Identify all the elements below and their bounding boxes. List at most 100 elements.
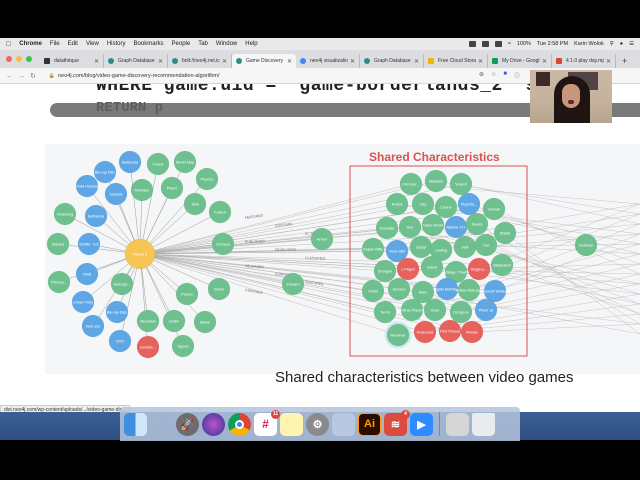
graph-node[interactable]: Blu-ray Disc <box>105 300 129 324</box>
status-app-icon[interactable] <box>468 41 476 47</box>
graph-node[interactable]: Mountain <box>136 309 160 333</box>
graph-node[interactable]: Firearm <box>281 272 305 296</box>
menu-tab[interactable]: Tab <box>192 41 208 47</box>
shared-node[interactable]: Sniper Rifle <box>361 237 385 261</box>
tab-close-icon[interactable]: ✕ <box>605 58 611 65</box>
graph-node[interactable]: Armor <box>310 227 334 251</box>
reload-icon[interactable]: ↻ <box>30 72 41 80</box>
tab-close-icon[interactable]: ✕ <box>286 58 292 65</box>
graph-node[interactable]: Forest <box>146 152 170 176</box>
graph-node[interactable]: Genetic... <box>136 335 160 359</box>
shared-node[interactable]: Single-p... <box>467 257 491 281</box>
shared-node[interactable]: Sorcery <box>387 277 411 301</box>
menu-file[interactable]: File <box>44 41 60 47</box>
menu-window[interactable]: Window <box>210 41 237 47</box>
tab-close-icon[interactable]: ✕ <box>157 58 163 65</box>
graph-node[interactable]: ESRB - 6.6 <box>77 232 101 256</box>
shared-node[interactable]: First Person <box>438 319 462 343</box>
info-icon[interactable]: ⓘ <box>513 74 520 80</box>
center-node-fallout-3[interactable]: Fallout 3 <box>124 238 156 270</box>
preview-icon[interactable] <box>332 412 355 436</box>
dropbox-icon[interactable] <box>481 41 489 47</box>
graph-node[interactable]: Urban Party <box>71 290 95 314</box>
siri-icon[interactable]: ● <box>619 41 624 47</box>
shared-node[interactable]: Dungeon <box>449 300 473 324</box>
graph-node[interactable]: Third-pe... <box>47 270 71 294</box>
cloud-icon[interactable] <box>494 41 502 47</box>
back-icon[interactable]: ← <box>6 72 18 80</box>
shared-node[interactable]: Mouse <box>460 320 484 344</box>
shared-node[interactable]: Microsoft Windows <box>479 279 511 303</box>
menu-history[interactable]: History <box>101 41 126 47</box>
shared-node[interactable]: Skeleton <box>424 169 448 193</box>
shared-node[interactable]: Other Planet <box>400 298 424 322</box>
graph-node[interactable]: Bethesda <box>84 204 108 228</box>
shared-node[interactable]: Keyboard <box>413 320 437 344</box>
shared-node[interactable]: PlaySta... <box>457 192 481 216</box>
help-icon[interactable]: ? <box>156 413 167 434</box>
shared-node[interactable]: Sword <box>465 212 489 236</box>
menu-edit[interactable]: Edit <box>62 41 78 47</box>
shared-node[interactable]: City <box>411 192 435 216</box>
new-tab-button[interactable]: + <box>622 56 628 66</box>
tab-close-icon[interactable]: ✕ <box>477 58 483 65</box>
browser-tab[interactable]: datathèque ✕ <box>40 54 104 68</box>
shared-node[interactable]: Village / Town <box>444 260 468 284</box>
shared-node[interactable]: 1 Player <box>396 257 420 281</box>
menu-help[interactable]: Help <box>240 41 257 47</box>
graph-node[interactable]: Physics <box>195 167 219 191</box>
graph-node[interactable]: Bethesda <box>118 150 142 174</box>
wifi-icon[interactable]: ≈ <box>507 41 511 47</box>
tab-close-icon[interactable]: ✕ <box>413 58 419 65</box>
shared-node[interactable]: Wasteland <box>490 253 514 277</box>
battery-percent[interactable]: 100% <box>516 41 531 47</box>
siri-icon[interactable] <box>202 412 225 436</box>
graph-node[interactable]: Squad <box>171 334 195 358</box>
shared-node[interactable]: Grenade <box>375 216 399 240</box>
shared-node[interactable]: PEGI 18 <box>474 298 498 322</box>
graph-node[interactable]: Blade <box>193 310 217 334</box>
shared-node[interactable]: Pistol <box>361 279 385 303</box>
shared-node[interactable]: Shotgun <box>373 259 397 283</box>
menu-view[interactable]: View <box>80 41 99 47</box>
tab-close-icon[interactable]: ✕ <box>349 58 355 65</box>
slack-icon[interactable]: #11 <box>254 409 280 436</box>
menu-people[interactable]: People <box>166 41 191 47</box>
shared-node[interactable]: Digital Distribu... <box>433 277 461 301</box>
browser-tab[interactable]: Graph Database I ✕ <box>104 54 168 68</box>
shared-node[interactable]: Boat <box>423 298 447 322</box>
graph-node[interactable]: Poison <box>175 282 199 306</box>
graph-node[interactable]: GameS <box>104 182 128 206</box>
shared-node[interactable]: Island <box>420 255 444 279</box>
menu-app-name[interactable]: Chrome <box>14 41 42 47</box>
clock[interactable]: Tue 2:58 PM <box>536 41 569 47</box>
tab-close-icon[interactable]: ✕ <box>93 58 99 65</box>
graph-node[interactable]: Tank <box>183 192 207 216</box>
minimize-window-button[interactable] <box>16 56 22 62</box>
browser-tab[interactable]: 4.1.0 play day.mp ✕ <box>552 54 616 68</box>
address-bar[interactable]: neo4j.com/blog/video-game-discovery-reco… <box>58 72 220 79</box>
graph-node[interactable]: World Map <box>173 150 197 174</box>
graph-node[interactable]: Fallout <box>208 200 232 224</box>
launchpad-icon[interactable]: 🚀 <box>176 412 199 436</box>
bookmark-star-icon[interactable]: ☆ <box>490 72 497 78</box>
browser-tab-active[interactable]: Game Discovery ✕ <box>232 54 296 68</box>
browser-tab[interactable]: neo4j visualizatio ✕ <box>296 54 360 68</box>
shared-node[interactable]: Car <box>474 233 498 257</box>
shared-node[interactable]: Open World <box>421 213 445 237</box>
zoom-app-icon[interactable]: ▶ <box>410 412 433 436</box>
shared-node[interactable]: Hell <box>453 235 477 259</box>
user-name[interactable]: Karin Wolok <box>574 41 604 47</box>
graph-node[interactable]: Slavery <box>46 232 70 256</box>
shared-node[interactable]: Alien <box>411 280 435 304</box>
spotlight-icon[interactable]: ⚲ <box>609 41 614 47</box>
shared-node[interactable]: Revolver <box>384 321 412 349</box>
graph-node[interactable]: Castle <box>162 309 186 333</box>
todoist-icon[interactable]: ≋4 <box>384 409 410 436</box>
shared-node[interactable]: Mature 17+ <box>444 215 468 239</box>
graph-node[interactable]: Helicopt... <box>110 272 134 296</box>
graph-node[interactable]: Chinese <box>211 232 235 256</box>
graph-node[interactable]: Blu-ray Disc <box>93 160 117 184</box>
shared-node[interactable]: Violent <box>449 172 473 196</box>
graph-node[interactable]: Plains <box>160 176 184 200</box>
